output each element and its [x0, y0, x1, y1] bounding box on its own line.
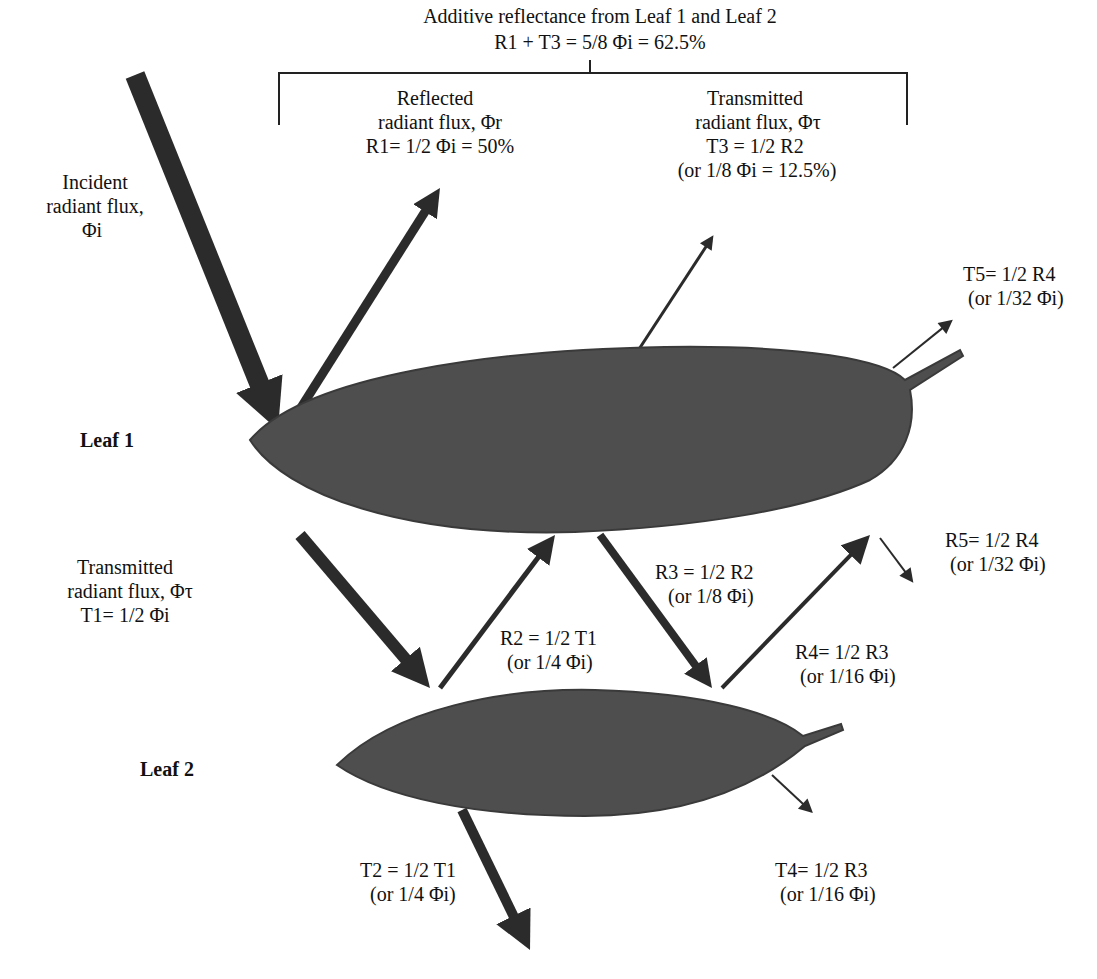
flux-label: T4= 1/2 R3 [775, 858, 867, 882]
flux-label: R5= 1/2 R4 [945, 528, 1039, 552]
leaf-body [250, 347, 963, 533]
summary-note: R1 + T3 = 5/8 Φi = 62.5% [494, 30, 705, 54]
leaf-label: Leaf 2 [140, 757, 194, 781]
flux-label: Transmitted [77, 555, 173, 579]
flux-label: T1= 1/2 Φi [80, 603, 169, 627]
leaf-outline [335, 688, 845, 818]
leaf-outline [245, 345, 960, 535]
flux-label: radiant flux, Φr [378, 110, 502, 134]
flux-label: (or 1/32 Φi) [968, 286, 1064, 310]
summary-note: Additive reflectance from Leaf 1 and Lea… [423, 4, 777, 28]
flux-label: Incident [62, 170, 128, 194]
transmitted-arrow [772, 775, 806, 806]
flux-label: T3 = 1/2 R2 [706, 134, 803, 158]
leaf-shape: Leaf 2 [335, 688, 845, 818]
flux-label: Φi [82, 218, 102, 242]
flux-label: (or 1/16 Φi) [800, 664, 896, 688]
flux-label: Reflected [397, 86, 474, 110]
flux-label: radiant flux, [46, 194, 144, 218]
flux-label: R4= 1/2 R3 [795, 640, 889, 664]
flux-label: (or 1/16 Φi) [780, 882, 876, 906]
flux-label: R2 = 1/2 T1 [500, 626, 597, 650]
flux-arrow [300, 535, 413, 668]
leaf-body [337, 690, 843, 816]
connector-group [300, 535, 856, 688]
flux-label: R1= 1/2 Φi = 50% [366, 134, 514, 158]
flux-label: (or 1/4 Φi) [370, 882, 456, 906]
flux-label: radiant flux, Φτ [695, 110, 820, 134]
flux-label: T5= 1/2 R4 [963, 262, 1055, 286]
flux-label: T2 = 1/2 T1 [360, 858, 456, 882]
flux-label: (or 1/32 Φi) [950, 552, 1046, 576]
reflected-arrow [880, 538, 908, 575]
leaf-shape: Leaf 1 [245, 345, 960, 535]
incident-arrow [135, 75, 265, 398]
flux-label: radiant flux, Φτ [67, 579, 192, 603]
flux-label: (or 1/8 Φi) [668, 584, 754, 608]
transmitted-arrow [462, 810, 518, 926]
flux-label: R3 = 1/2 R2 [655, 560, 754, 584]
leaf-label: Leaf 1 [80, 428, 134, 452]
flux-label: (or 1/8 Φi = 12.5%) [678, 158, 837, 182]
flux-label: Transmitted [707, 86, 803, 110]
flux-label: (or 1/4 Φi) [507, 650, 593, 674]
